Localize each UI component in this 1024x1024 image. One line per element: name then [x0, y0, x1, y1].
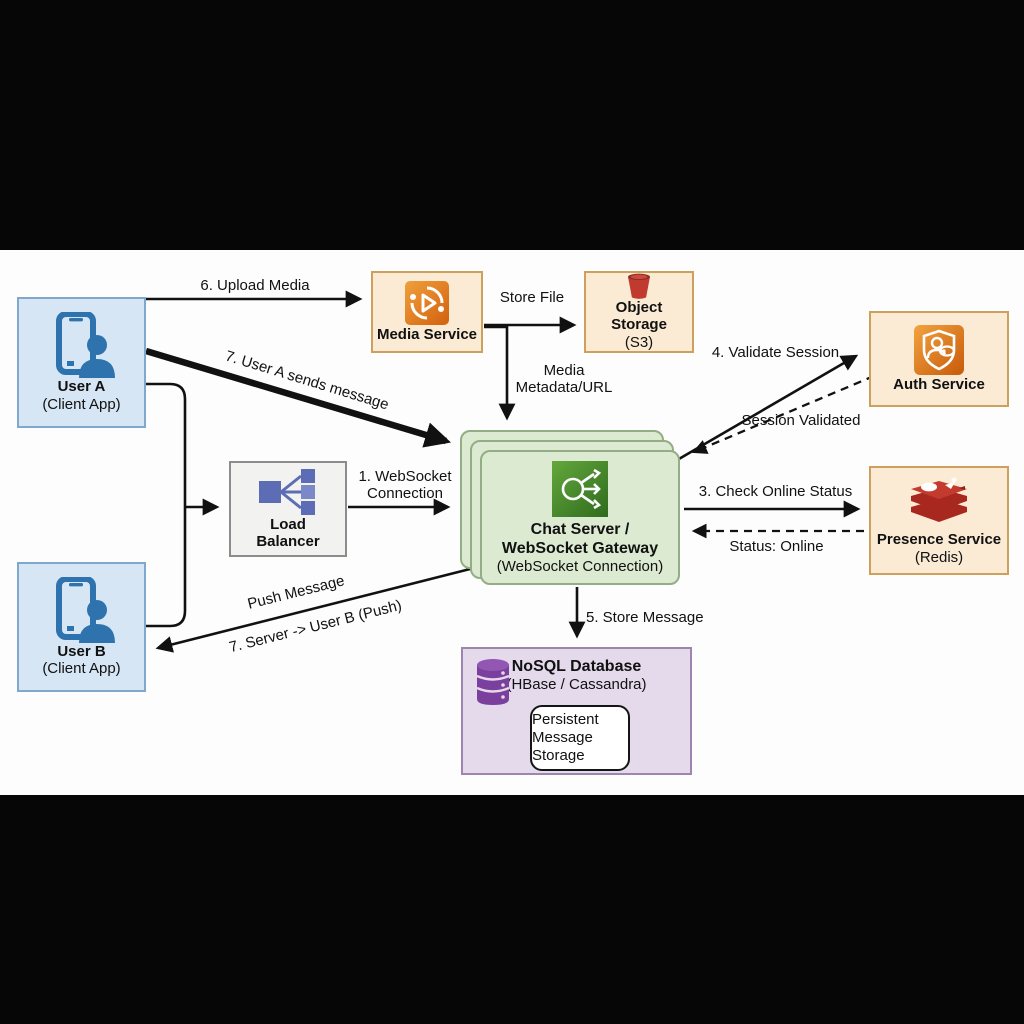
- node-title: NoSQL Database: [511, 658, 642, 675]
- edge-label-session-validated: Session Validated: [741, 412, 861, 429]
- node-user-a: User A (Client App): [17, 297, 146, 428]
- node-title: Auth Service: [893, 376, 985, 394]
- shield-identity-icon: [914, 325, 964, 376]
- node-chat-server: Chat Server / WebSocket Gateway (WebSock…: [480, 450, 680, 585]
- smartphone-user-icon: [55, 312, 115, 379]
- node-subtitle: (S3): [624, 333, 654, 351]
- node-title-line2: WebSocket Gateway: [501, 539, 659, 557]
- node-subtitle: (Client App): [42, 660, 121, 677]
- load-balancer-fanout-icon: [259, 468, 315, 515]
- node-auth-service: Auth Service: [869, 311, 1009, 407]
- node-presence-service: Presence Service (Redis): [869, 466, 1009, 575]
- node-load-balancer: Load Balancer: [229, 461, 347, 557]
- node-title: User B: [57, 642, 106, 660]
- edge-label-status-online: Status: Online: [729, 538, 824, 555]
- redis-stack-icon: [911, 477, 967, 523]
- node-subtitle: (WebSocket Connection): [496, 558, 664, 576]
- edge-label-upload-media: 6. Upload Media: [200, 277, 310, 294]
- node-media-service: Media Service: [371, 271, 483, 353]
- node-subtitle: (Client App): [42, 395, 121, 413]
- node-subtitle: (HBase / Cassandra): [506, 676, 647, 693]
- node-nosql-database: NoSQL Database (HBase / Cassandra) Persi…: [461, 647, 692, 775]
- edge-label-store-file: Store File: [499, 289, 565, 306]
- media-convert-icon: [405, 281, 449, 326]
- inner-box-label: Persistent Message Storage: [532, 711, 599, 764]
- database-cylinder-icon: [476, 659, 510, 705]
- node-object-storage: Object Storage (S3): [584, 271, 694, 353]
- node-title: Presence Service: [876, 531, 1002, 549]
- edge-label-validate-session: 4. Validate Session: [711, 344, 840, 361]
- node-title: Object Storage: [611, 298, 667, 334]
- node-title-line1: Chat Server /: [530, 521, 630, 538]
- node-title: Media Service: [376, 326, 478, 344]
- node-title: User A: [57, 378, 106, 396]
- node-subtitle: (Redis): [914, 548, 964, 566]
- smartphone-user-icon: [55, 576, 115, 643]
- edge-label-store-message: 5. Store Message: [586, 609, 704, 626]
- node-user-b: User B (Client App): [17, 562, 146, 692]
- node-title: Load Balancer: [256, 515, 320, 550]
- persistent-message-storage-box: Persistent Message Storage: [530, 705, 630, 771]
- edge-label-check-online-status: 3. Check Online Status: [698, 483, 853, 500]
- elastic-load-branch-icon: [552, 461, 608, 517]
- edge-label-websocket-connection: 1. WebSocket Connection: [358, 468, 452, 502]
- s3-bucket-icon: [628, 273, 650, 299]
- edge-label-media-metadata: Media Metadata/URL: [515, 362, 613, 396]
